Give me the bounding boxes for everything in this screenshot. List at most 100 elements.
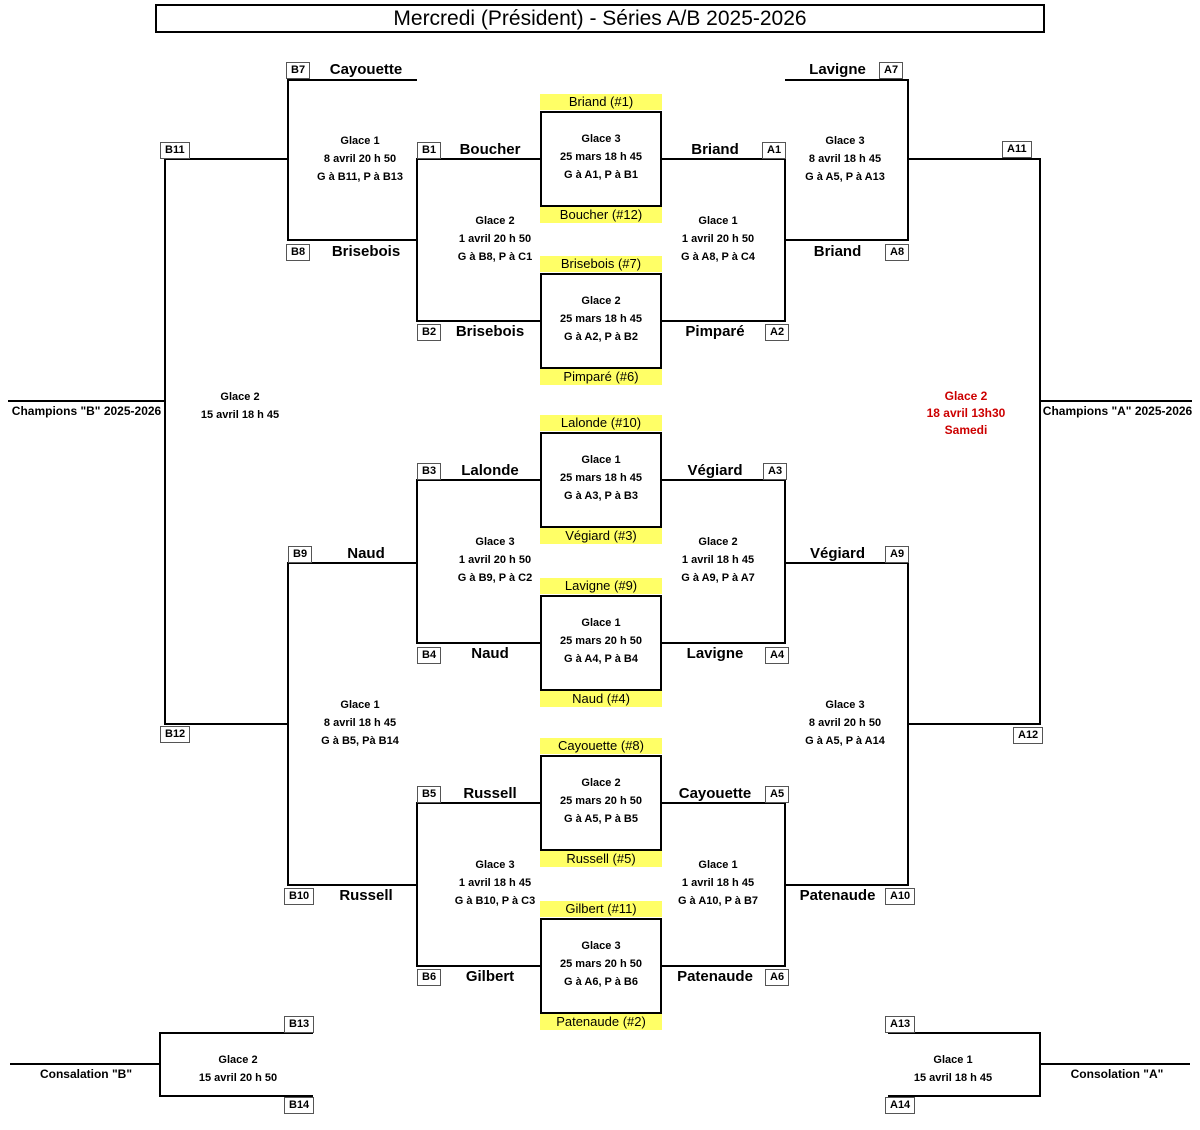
info-line: Glace 3	[475, 859, 515, 871]
bracket-line-h	[662, 965, 785, 967]
seed-banner-bottom: Boucher (#12)	[540, 207, 662, 223]
slot-tag-B11: B11	[160, 142, 190, 159]
bracket-line-h	[160, 1032, 313, 1034]
info-line: Glace 2	[581, 777, 621, 789]
bracket-line-h	[785, 239, 908, 241]
info-line: 25 mars 20 h 50	[560, 635, 642, 647]
consolation-b-label: Consalation "B"	[39, 1067, 133, 1081]
slot-tag-B8: B8	[286, 244, 311, 261]
slot-tag-A2: A2	[765, 324, 790, 341]
slot-name-B4: Naud	[471, 645, 509, 662]
bracket-line-h	[888, 1032, 1040, 1034]
slot-tag-B12: B12	[160, 726, 191, 743]
slot-name-B10: Russell	[339, 887, 393, 904]
slot-name-B5: Russell	[463, 785, 517, 802]
slot-tag-B3: B3	[417, 463, 442, 480]
champions-a-label: Champions "A" 2025-2026	[1042, 404, 1193, 418]
slot-tag-B7: B7	[286, 62, 311, 79]
bracket-line-h	[888, 1095, 1040, 1097]
seed-banner-top: Lalonde (#10)	[540, 415, 662, 431]
seed-banner-bottom: Naud (#4)	[540, 691, 662, 707]
slot-tag-B5: B5	[417, 786, 442, 803]
info-line: 15 avril 18 h 45	[200, 409, 280, 421]
bracket-line-v	[164, 158, 166, 725]
slot-tag-B6: B6	[417, 969, 442, 986]
bracket-line-v	[159, 1032, 161, 1097]
slot-tag-B4: B4	[417, 647, 442, 664]
bracket-line-v	[416, 479, 418, 644]
info-line: G à B11, P à B13	[316, 171, 404, 183]
bracket-line-h	[10, 1063, 160, 1065]
slot-tag-A8: A8	[885, 244, 910, 261]
info-line: Glace 1	[933, 1054, 973, 1066]
slot-name-A3: Végiard	[687, 462, 743, 479]
match-info-b-final: Glace 2 15 avril 18 h 45	[165, 388, 315, 424]
bracket-line-h	[417, 965, 540, 967]
info-line: 25 mars 20 h 50	[560, 958, 642, 970]
info-line: Glace 2	[475, 215, 515, 227]
slot-name-A4: Lavigne	[686, 645, 744, 662]
seed-banner-top: Brisebois (#7)	[540, 256, 662, 272]
info-line: Samedi	[944, 423, 988, 437]
bracket-line-h	[662, 642, 785, 644]
slot-tag-A13: A13	[885, 1016, 916, 1033]
seed-banner-top: Briand (#1)	[540, 94, 662, 110]
bracket-line-h	[417, 479, 540, 481]
slot-tag-B1: B1	[417, 142, 442, 159]
bracket-line-h	[662, 320, 785, 322]
bracket-line-h	[288, 884, 417, 886]
info-line: G à B5, Pà B14	[321, 735, 399, 747]
info-line: Glace 2	[581, 295, 621, 307]
slot-tag-A12: A12	[1013, 727, 1044, 744]
slot-tag-B14: B14	[284, 1097, 315, 1114]
bracket-line-h	[417, 642, 540, 644]
bracket-line-v	[416, 802, 418, 967]
bracket-line-h	[662, 479, 785, 481]
bracket-line-h	[1040, 1063, 1190, 1065]
info-line: 18 avril 13h30	[926, 406, 1006, 420]
info-line: 25 mars 18 h 45	[560, 472, 642, 484]
bracket-line-v	[784, 802, 786, 967]
seed-banner-bottom: Russell (#5)	[540, 851, 662, 867]
info-line: 15 avril 20 h 50	[198, 1072, 278, 1084]
info-line: 15 avril 18 h 45	[913, 1072, 993, 1084]
info-line: Glace 3	[581, 133, 621, 145]
bracket-line-v	[287, 79, 289, 241]
info-line: 25 mars 18 h 45	[560, 151, 642, 163]
champions-b-label: Champions "B" 2025-2026	[11, 404, 162, 418]
slot-tag-A4: A4	[765, 647, 790, 664]
bracket-line-v	[907, 562, 909, 886]
info-line: G à A2, P à B2	[564, 331, 638, 343]
bracket-line-h	[417, 802, 540, 804]
slot-tag-A11: A11	[1002, 141, 1032, 158]
slot-name-A9: Végiard	[809, 545, 866, 562]
bracket-line-v	[416, 158, 418, 322]
slot-name-B8: Brisebois	[331, 243, 401, 260]
info-line: G à A9, P à A7	[681, 572, 755, 584]
info-line: 1 avril 18 h 45	[458, 877, 532, 889]
info-line: G à A10, P à B7	[677, 895, 759, 907]
info-line: Glace 2	[220, 391, 260, 403]
seed-banner-bottom: Patenaude (#2)	[540, 1014, 662, 1030]
slot-name-A10: Patenaude	[799, 887, 876, 904]
info-line: Glace 2	[698, 536, 738, 548]
consolation-a-label: Consolation "A"	[1070, 1067, 1164, 1081]
bracket-line-h	[908, 158, 1040, 160]
info-line: G à A8, P à C4	[681, 251, 755, 263]
bracket-line-h	[8, 400, 165, 402]
slot-name-A7: Lavigne	[809, 61, 866, 78]
slot-name-B6: Gilbert	[465, 968, 515, 985]
bracket-line-h	[417, 158, 540, 160]
bracket-line-v	[784, 158, 786, 322]
bracket-line-v	[784, 479, 786, 644]
info-line: Glace 3	[825, 699, 865, 711]
